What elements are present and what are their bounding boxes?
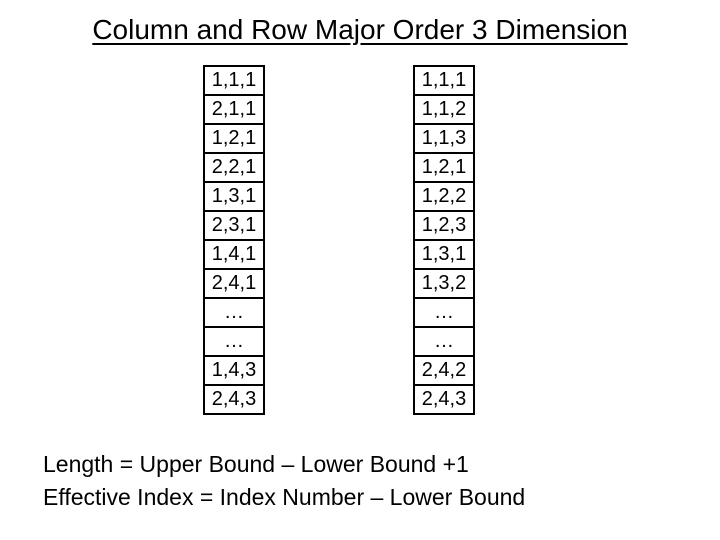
table-cell: 1,1,1 [203,65,265,96]
table-cell: 2,4,3 [203,384,265,415]
table-cell: 2,3,1 [203,210,265,241]
table-cell: 2,2,1 [203,152,265,183]
footer-line-length-formula: Length = Upper Bound – Lower Bound +1 [43,451,469,477]
table-cell: 1,4,1 [203,239,265,270]
footer-line-effective-index-formula: Effective Index = Index Number – Lower B… [43,484,526,510]
table-cell: … [203,326,265,357]
slide-title: Column and Row Major Order 3 Dimension [92,14,628,45]
table-cell: 1,2,2 [413,181,475,212]
table-cell: 2,4,2 [413,355,475,386]
table-cell: 1,3,1 [203,181,265,212]
table-cell: … [203,297,265,328]
table-cell: … [413,326,475,357]
table-cell: 1,1,1 [413,65,475,96]
table-cell: 1,2,1 [413,152,475,183]
table-cell: 1,2,1 [203,123,265,154]
table-cell: 1,1,2 [413,94,475,125]
table-cell: 1,4,3 [203,355,265,386]
table-cell: … [413,297,475,328]
table-cell: 2,1,1 [203,94,265,125]
table-cell: 2,4,3 [413,384,475,415]
table-cell: 1,3,2 [413,268,475,299]
table-cell: 1,2,3 [413,210,475,241]
table-cell: 1,1,3 [413,123,475,154]
table-cell: 1,3,1 [413,239,475,270]
footer-text: Length = Upper Bound – Lower Bound +1 Ef… [43,448,525,514]
table-cell: 2,4,1 [203,268,265,299]
